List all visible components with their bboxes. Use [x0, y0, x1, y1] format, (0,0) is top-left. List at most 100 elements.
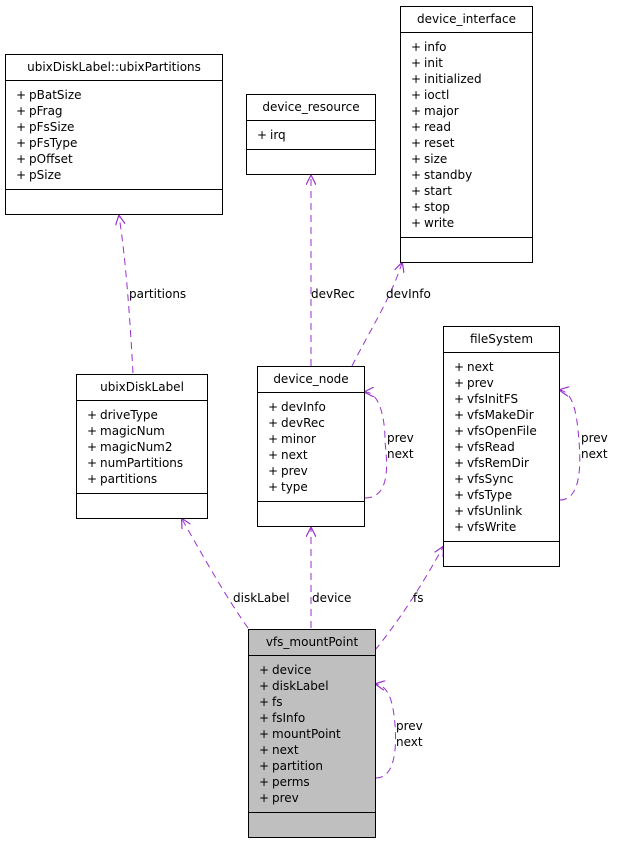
attribute-list: +info+init+initialized+ioctl+major+read+…: [401, 33, 532, 238]
visibility-marker: +: [411, 152, 422, 166]
class-title: vfs_mountPoint: [249, 630, 375, 656]
visibility-marker: +: [454, 408, 465, 422]
visibility-marker: +: [87, 440, 98, 454]
attribute-name: read: [424, 120, 452, 134]
attribute-item: +fs: [259, 694, 375, 710]
attribute-item: +vfsRead: [454, 439, 559, 455]
visibility-marker: +: [454, 360, 465, 374]
visibility-marker: +: [259, 663, 270, 677]
attribute-item: +read: [411, 119, 532, 135]
edge-label-partitions: partitions: [129, 287, 186, 301]
visibility-marker: +: [16, 152, 27, 166]
class-title: fileSystem: [444, 327, 559, 353]
attribute-item: +start: [411, 183, 532, 199]
class-device-resource[interactable]: device_resource +irq: [246, 94, 376, 175]
attribute-list: +devInfo+devRec+minor+next+prev+type: [258, 393, 364, 502]
attribute-name: stop: [424, 200, 450, 214]
visibility-marker: +: [259, 743, 270, 757]
attribute-name: next: [272, 743, 299, 757]
edge-label-fs: fs: [413, 591, 423, 605]
edge-label-device: device: [312, 591, 351, 605]
class-device-node[interactable]: device_node +devInfo+devRec+minor+next+p…: [257, 366, 365, 527]
attribute-name: driveType: [100, 408, 158, 422]
visibility-marker: +: [259, 791, 270, 805]
attribute-name: prev: [272, 791, 299, 805]
attribute-item: +write: [411, 215, 532, 231]
visibility-marker: +: [268, 464, 279, 478]
attribute-item: +prev: [268, 463, 364, 479]
visibility-marker: +: [87, 456, 98, 470]
attribute-name: partition: [272, 759, 323, 773]
attribute-name: next: [281, 448, 308, 462]
visibility-marker: +: [454, 456, 465, 470]
attribute-item: +irq: [257, 127, 375, 143]
attribute-item: +magicNum2: [87, 439, 207, 455]
class-ubix-disk-label[interactable]: ubixDiskLabel +driveType+magicNum+magicN…: [76, 374, 208, 519]
attribute-item: +device: [259, 662, 375, 678]
attribute-name: info: [424, 40, 447, 54]
operations-compartment: [6, 190, 222, 216]
visibility-marker: +: [259, 775, 270, 789]
attribute-list: +pBatSize+pFrag+pFsSize+pFsType+pOffset+…: [6, 81, 222, 190]
attribute-name: init: [424, 56, 443, 70]
attribute-item: +standby: [411, 167, 532, 183]
attribute-name: vfsInitFS: [467, 392, 519, 406]
attribute-item: +pFsType: [16, 135, 222, 151]
visibility-marker: +: [411, 120, 422, 134]
attribute-name: next: [467, 360, 494, 374]
visibility-marker: +: [268, 400, 279, 414]
attribute-item: +vfsOpenFile: [454, 423, 559, 439]
attribute-name: vfsRemDir: [467, 456, 529, 470]
visibility-marker: +: [411, 136, 422, 150]
class-title: device_interface: [401, 7, 532, 33]
class-vfs-mount-point[interactable]: vfs_mountPoint +device+diskLabel+fs+fsIn…: [248, 629, 376, 838]
attribute-item: +info: [411, 39, 532, 55]
attribute-name: pOffset: [29, 152, 73, 166]
attribute-item: +major: [411, 103, 532, 119]
attribute-name: partitions: [100, 472, 158, 486]
visibility-marker: +: [268, 480, 279, 494]
visibility-marker: +: [259, 679, 270, 693]
attribute-item: +vfsWrite: [454, 519, 559, 535]
attribute-item: +type: [268, 479, 364, 495]
attribute-item: +vfsSync: [454, 471, 559, 487]
edge-filesystem-self: [560, 390, 581, 501]
visibility-marker: +: [411, 56, 422, 70]
attribute-name: minor: [281, 432, 316, 446]
visibility-marker: +: [259, 759, 270, 773]
attribute-name: prev: [281, 464, 308, 478]
class-ubix-partitions[interactable]: ubixDiskLabel::ubixPartitions +pBatSize+…: [5, 54, 223, 215]
attribute-item: +size: [411, 151, 532, 167]
operations-compartment: [401, 238, 532, 264]
class-file-system[interactable]: fileSystem +next+prev+vfsInitFS+vfsMakeD…: [443, 326, 560, 567]
edge-label-disklabel: diskLabel: [233, 591, 290, 605]
attribute-name: devRec: [281, 416, 325, 430]
attribute-list: +irq: [247, 121, 375, 150]
edge-label-mp-next: next: [396, 735, 423, 749]
visibility-marker: +: [257, 128, 268, 142]
attribute-name: vfsUnlink: [467, 504, 523, 518]
attribute-name: major: [424, 104, 459, 118]
operations-compartment: [258, 502, 364, 528]
edge-label-fs-prev: prev: [581, 431, 608, 445]
attribute-name: prev: [467, 376, 494, 390]
attribute-name: device: [272, 663, 312, 677]
attribute-item: +numPartitions: [87, 455, 207, 471]
visibility-marker: +: [454, 504, 465, 518]
edge-devinfo: [351, 263, 402, 367]
attribute-list: +next+prev+vfsInitFS+vfsMakeDir+vfsOpenF…: [444, 353, 559, 542]
attribute-name: magicNum2: [100, 440, 173, 454]
attribute-item: +vfsRemDir: [454, 455, 559, 471]
attribute-name: vfsWrite: [467, 520, 517, 534]
attribute-item: +devRec: [268, 415, 364, 431]
attribute-name: devInfo: [281, 400, 326, 414]
visibility-marker: +: [454, 376, 465, 390]
visibility-marker: +: [259, 727, 270, 741]
attribute-name: start: [424, 184, 452, 198]
attribute-name: pFsSize: [29, 120, 75, 134]
attribute-item: +diskLabel: [259, 678, 375, 694]
attribute-name: standby: [424, 168, 473, 182]
edge-label-device-node-next: next: [387, 447, 414, 461]
class-device-interface[interactable]: device_interface +info+init+initialized+…: [400, 6, 533, 263]
